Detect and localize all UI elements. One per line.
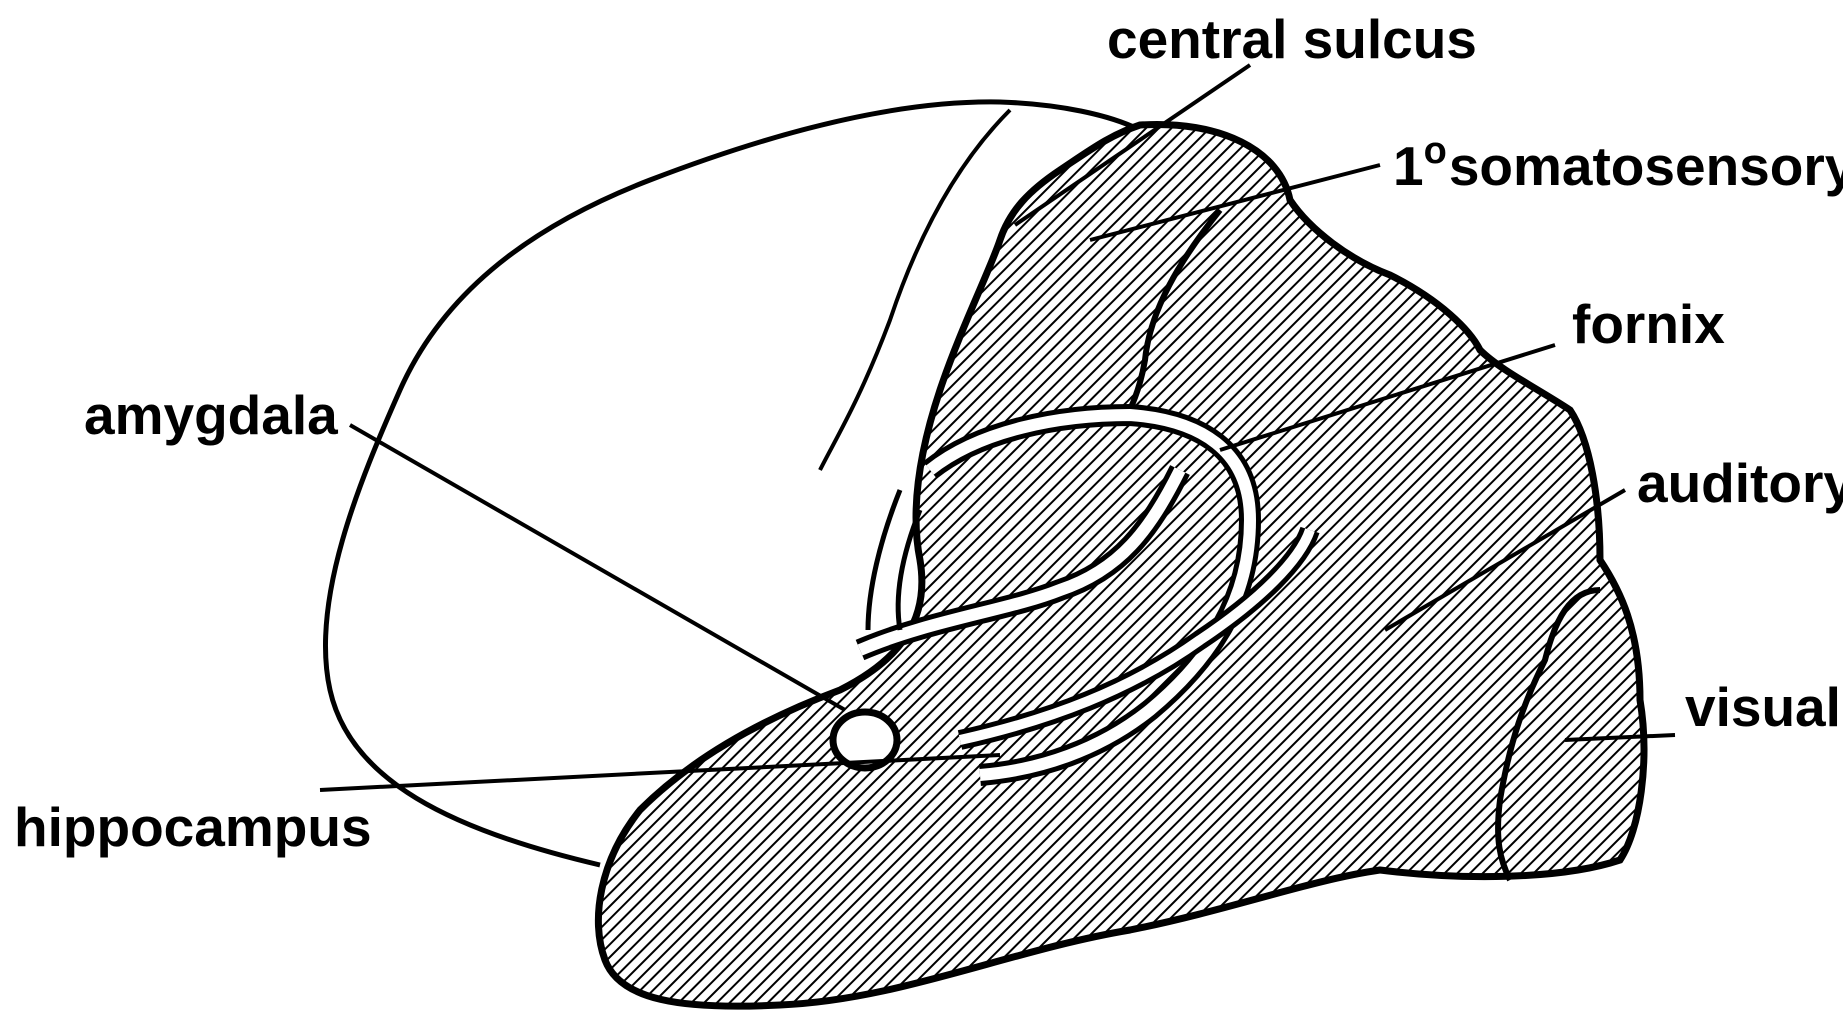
anterior-arc	[868, 490, 900, 630]
leader-amygdala	[350, 425, 845, 710]
label-central-sulcus: central sulcus	[1107, 12, 1477, 67]
label-fornix: fornix	[1572, 297, 1725, 352]
label-amygdala: amygdala	[84, 388, 338, 443]
label-somatosensory: 1osomatosensory	[1393, 132, 1843, 194]
label-visual: visual	[1685, 680, 1841, 735]
label-hippocampus: hippocampus	[14, 800, 372, 855]
label-auditory: auditory	[1637, 456, 1843, 511]
